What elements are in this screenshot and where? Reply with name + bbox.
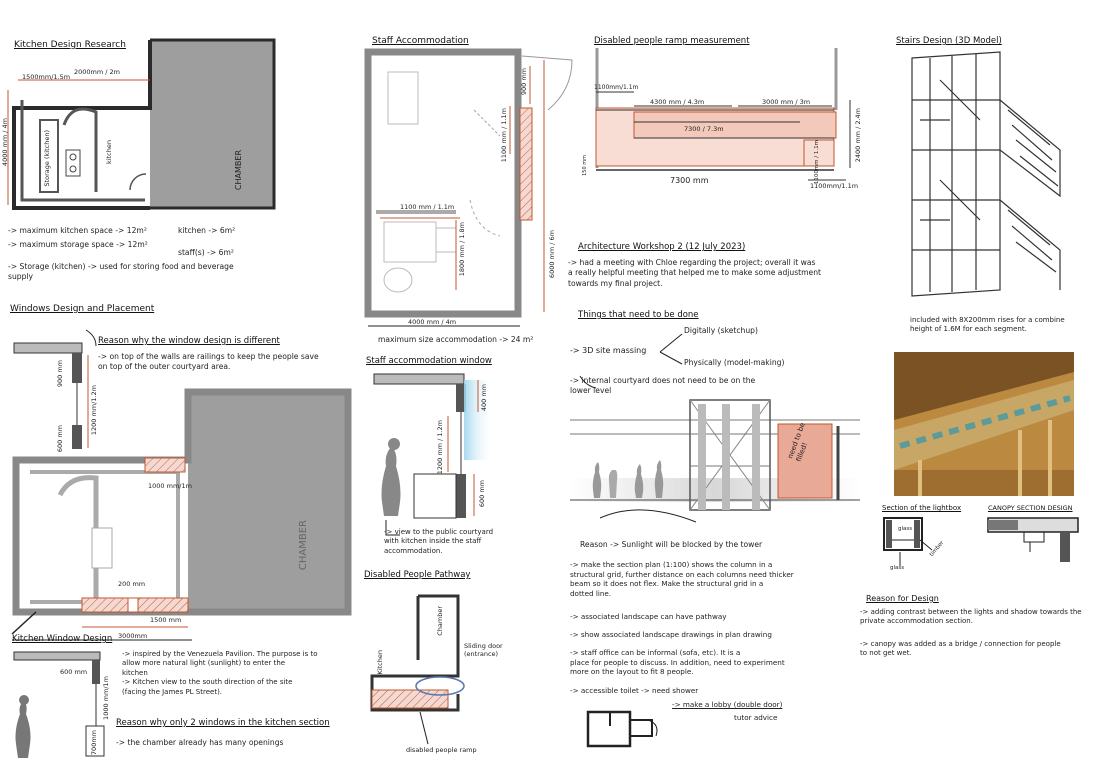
design-reason-1: -> adding contrast between the lights an… — [860, 608, 1082, 626]
dim-1100b: 1100 mm / 1.1m — [400, 203, 455, 211]
ramp-150: 150 mm — [582, 155, 588, 176]
branch-staff: staff(s) -> 6m² — [178, 248, 234, 257]
windows-title: Windows Design and Placement — [10, 304, 155, 314]
staff-accommodation-plan — [364, 48, 573, 327]
dim-1200: 1200 mm / 1.2m — [436, 420, 444, 475]
dim-w3000: 3000mm — [118, 632, 148, 640]
staff-window-title: Staff accommodation window — [366, 356, 492, 366]
lightbox-title: Section of the lightbox — [882, 504, 962, 512]
storage-use-note: -> Storage (kitchen) -> used for storing… — [8, 262, 234, 282]
path-chamber: Chamber — [436, 606, 444, 636]
canopy-section — [987, 517, 1079, 562]
lightbox-section — [883, 517, 933, 566]
dim-w1000: 1000 mm/1m — [148, 482, 192, 490]
dim-1100: 1100 mm / 1.1m — [500, 108, 508, 163]
ramp-2400: 2400 mm / 2.4m — [854, 108, 862, 163]
courtyard-arrow — [579, 375, 597, 389]
path-kitchen: Kitchen — [376, 650, 384, 675]
kitchen-window-section — [13, 651, 105, 758]
stairs-title: Stairs Design (3D Model) — [896, 36, 1002, 46]
design-reason-2: -> canopy was added as a bridge / connec… — [860, 640, 1061, 658]
only-two-windows-title: Reason why only 2 windows in the kitchen… — [116, 718, 330, 728]
canopy-title: CANOPY SECTION DESIGN — [988, 504, 1073, 512]
branch-kitchen: kitchen -> 6m² — [178, 226, 236, 235]
site-section — [570, 399, 860, 523]
lightbox-glass-1: glass — [898, 526, 913, 532]
toilet-sketch — [586, 710, 658, 748]
dim-400: 400 mm — [480, 384, 488, 412]
dim-h600: 600 mm — [56, 425, 64, 453]
dim-4000: 4000 mm / 4m — [1, 118, 9, 167]
ramp-3000: 3000 mm / 3m — [762, 98, 811, 106]
ramp-1100b: 1100mm / 1.1m — [814, 140, 820, 185]
lightbox-glass-2: glass — [890, 565, 905, 571]
view-note: -> view to the public courtyard with kit… — [384, 528, 494, 555]
todo-title: Things that need to be done — [578, 310, 699, 320]
label-chamber: CHAMBER — [234, 150, 243, 191]
todo-item-lobby: -> make a lobby (double door) — [672, 700, 783, 709]
design-reason-title: Reason for Design — [866, 594, 939, 603]
reason-window-title: Reason why the window design is differen… — [98, 336, 280, 346]
massing-physically: Physically (model-making) — [684, 358, 785, 367]
reason-window-text: -> on top of the walls are railings to k… — [98, 352, 319, 372]
dim-4000-staff: 4000 mm / 4m — [408, 318, 457, 326]
massing-note: -> 3D site massing — [570, 346, 647, 355]
dim-h900: 900 mm — [56, 360, 64, 388]
staff-title: Staff Accommodation — [372, 36, 469, 46]
kitchen-design-title: Kitchen Design Research — [14, 40, 126, 50]
pathway-title: Disabled People Pathway — [364, 570, 471, 580]
massing-brace — [659, 333, 683, 365]
window-section-small — [13, 329, 97, 449]
dim-900: 900 mm — [520, 68, 528, 96]
dim-600-kwd: 600 mm — [60, 668, 88, 676]
reason-sunlight: Reason -> Sunlight will be blocked by th… — [580, 540, 763, 549]
label-kitchen: kitchen — [105, 140, 113, 164]
kitchen-plan — [7, 38, 276, 210]
window-placement-plan — [11, 388, 352, 641]
only-two-windows-text: -> the chamber already has many openings — [116, 738, 284, 747]
path-sliding-door: Sliding door (entrance) — [464, 642, 503, 659]
dim-700-kwd: 700mm — [90, 730, 98, 756]
max-size-note: maximum size accommodation -> 24 m² — [378, 335, 534, 344]
stairs-3d-model — [911, 51, 1061, 297]
path-ramp: disabled people ramp — [406, 746, 477, 754]
dim-1800: 1800 mm / 1.8m — [458, 222, 466, 277]
dim-w200: 200 mm — [118, 580, 146, 588]
ramp-7300b: 7300 mm — [670, 176, 709, 185]
courtyard-note: -> internal courtyard does not need to b… — [570, 376, 756, 396]
massing-digitally: Digitally (sketchup) — [684, 326, 758, 335]
todo-item-structural: -> make the section plan (1:100) shows t… — [570, 560, 794, 599]
ramp-7300: 7300 / 7.3m — [684, 125, 724, 133]
todo-item-landscape: -> associated landscape can have pathway — [570, 612, 727, 621]
label-chamber-2: CHAMBER — [298, 520, 309, 571]
todo-item-toilet: -> accessible toilet -> need shower — [570, 686, 699, 695]
ramp-elevation — [595, 48, 851, 181]
dim-2000: 2000mm / 2m — [74, 68, 120, 76]
todo-item-drawings: -> show associated landscape drawings in… — [570, 630, 772, 639]
stairs-note: included with 8X200mm rises for a combin… — [910, 316, 1065, 334]
staff-window-section — [373, 373, 494, 536]
kitchen-window-text: -> inspired by the Venezuela Pavilion. T… — [122, 650, 318, 696]
storage-space-note: -> maximum storage space -> 12m² — [8, 240, 148, 249]
ramp-4300: 4300 mm / 4.3m — [650, 98, 705, 106]
canopy-render — [894, 352, 1074, 496]
workshop-title: Architecture Workshop 2 (12 July 2023) — [578, 242, 746, 252]
ramp-1100c: 1100mm/1.1m — [810, 182, 859, 190]
kitchen-window-title: Kitchen Window Design — [12, 634, 113, 644]
dim-600: 600 mm — [478, 480, 486, 508]
todo-item-office: -> staff office can be informal (sofa, e… — [570, 648, 785, 677]
dim-h1200: 1200 mm/1.2m — [90, 385, 98, 436]
kitchen-space-note: -> maximum kitchen space -> 12m² — [8, 226, 147, 235]
tutor-advice-label: tutor advice — [734, 713, 778, 722]
disabled-pathway-plan — [370, 594, 465, 745]
dim-w1500: 1500 mm — [150, 616, 182, 624]
ramp-1100a: 1100mm/1.1m — [594, 84, 639, 91]
dim-1500: 1500mm/1.5m — [22, 73, 71, 81]
dim-1000-kwd: 1000 mm/1m — [102, 676, 110, 720]
dim-6000: 6000 mm / 6m — [548, 230, 556, 279]
label-storage: Storage (kitchen) — [43, 130, 51, 187]
workshop-text: -> had a meeting with Chloe regarding th… — [568, 258, 821, 288]
ramp-title: Disabled people ramp measurement — [594, 36, 750, 46]
